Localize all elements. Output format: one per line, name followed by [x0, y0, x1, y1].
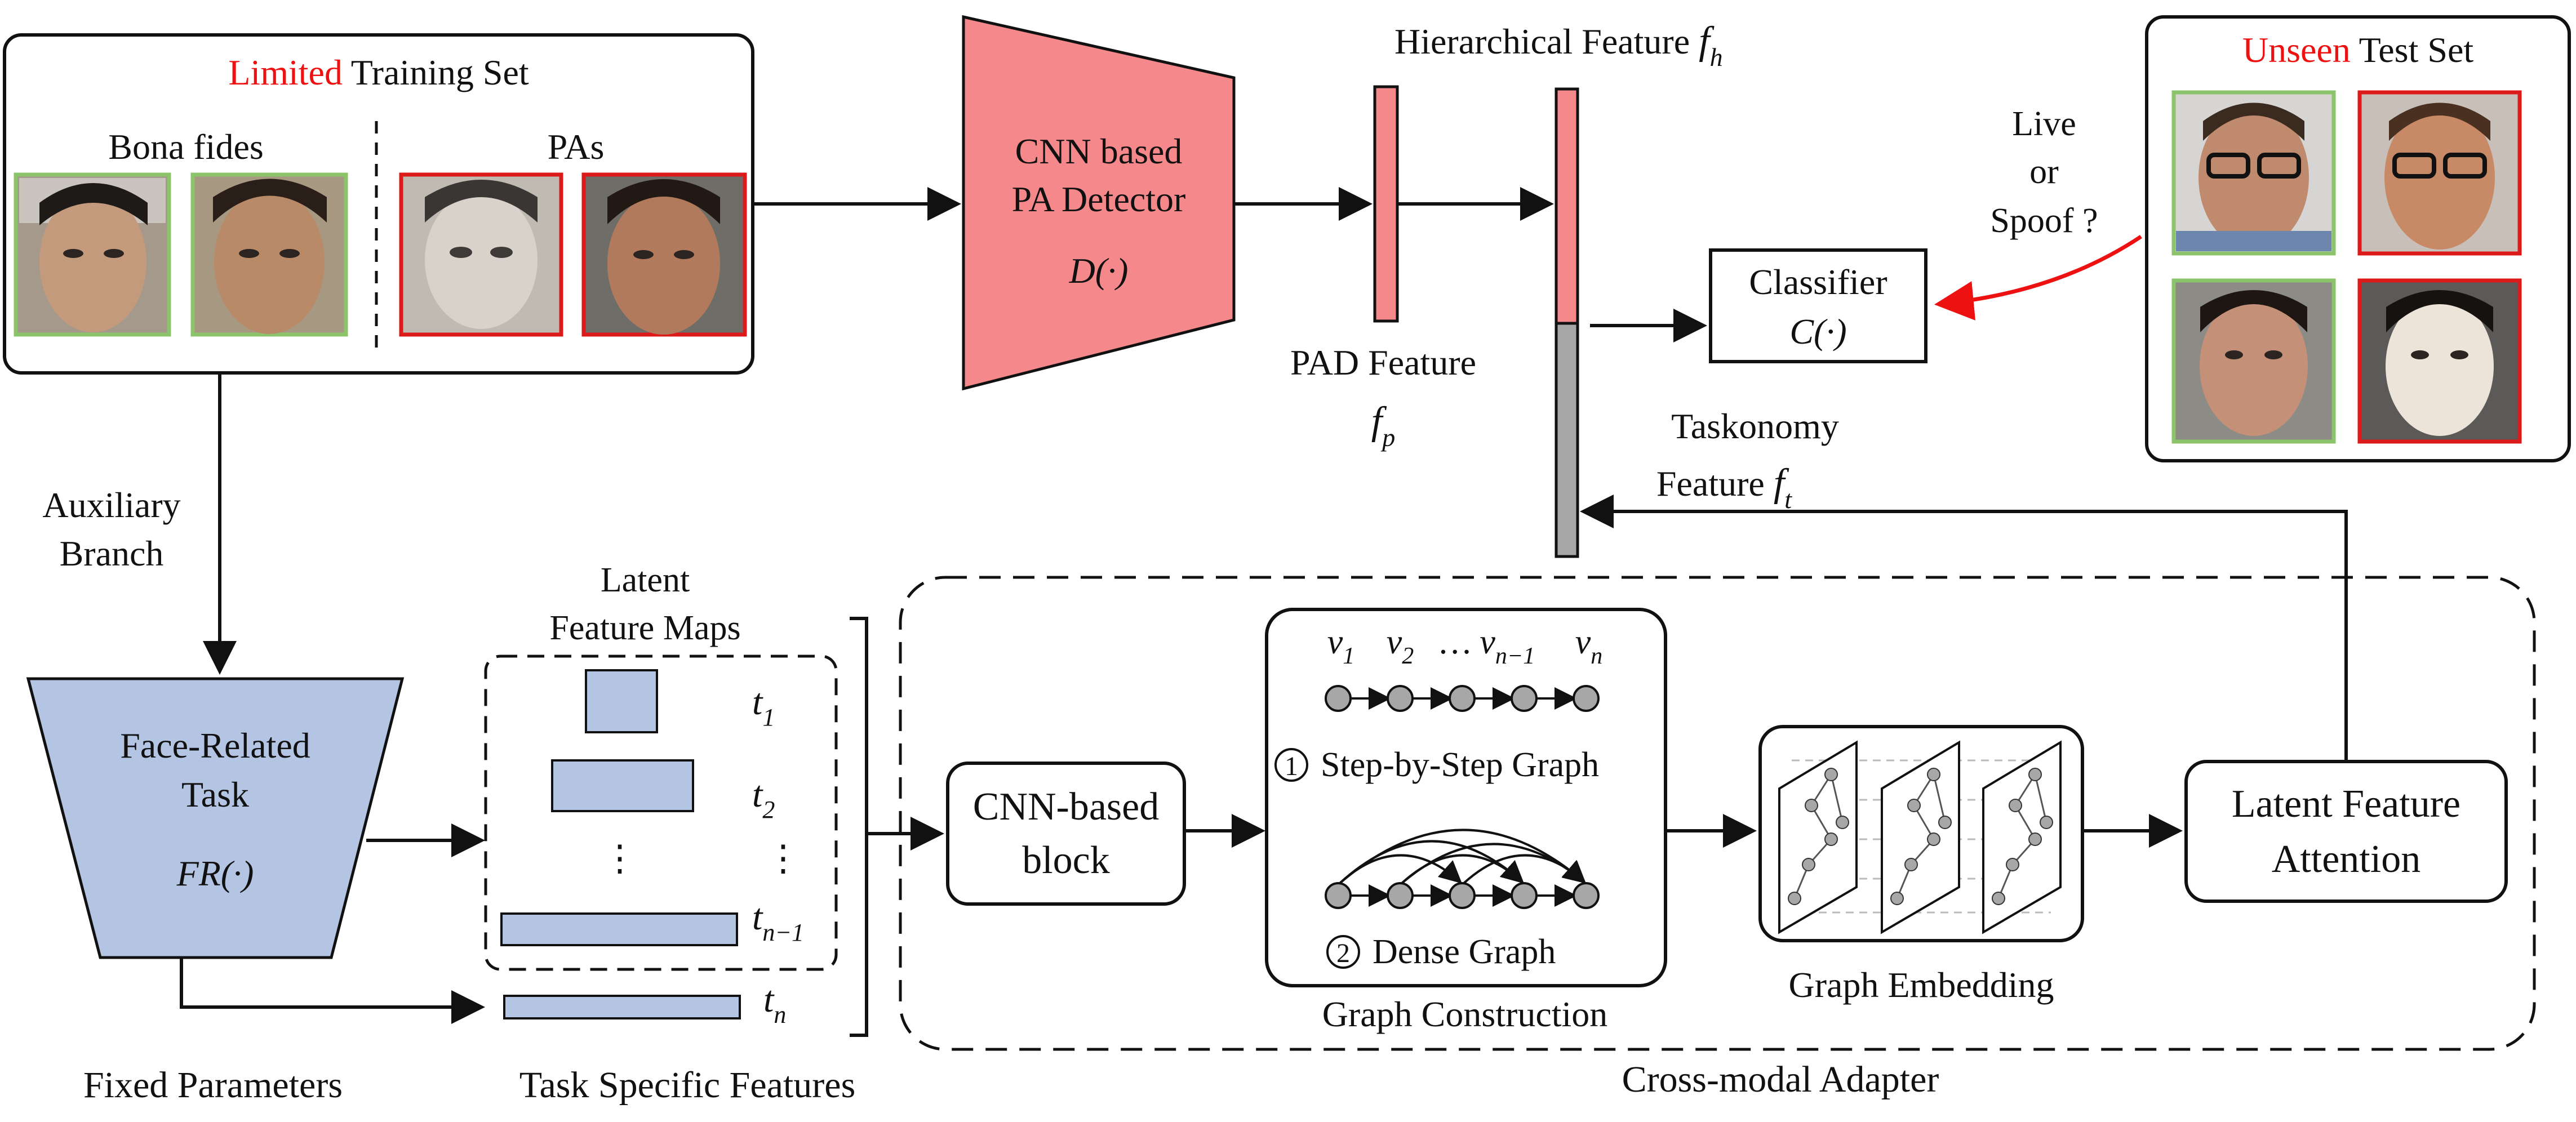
- cnn-block-line1: CNN-based: [973, 785, 1159, 829]
- pa-photo-1: [399, 172, 563, 337]
- feature-map-tn: [503, 995, 741, 1019]
- arrow-test-to-classifier: [1934, 235, 2142, 320]
- step-by-step-graph: [1325, 685, 1600, 712]
- classifier-formula: C(·): [1789, 311, 1846, 351]
- graph-node-label-v1: v1: [1327, 623, 1355, 669]
- pa-detector-line2: PA Detector: [1012, 179, 1186, 219]
- test-photo-3: [2171, 278, 2336, 444]
- test-photo-4: [2357, 278, 2522, 444]
- bona-fide-photo-1: [14, 172, 171, 337]
- classifier-box: Classifier C(·): [1709, 248, 1927, 363]
- feature-map-t1: [585, 669, 658, 733]
- graph-embedding-plane-1: [1778, 740, 1858, 934]
- task-label-t2: t2: [752, 774, 775, 823]
- pa-detector-line1: CNN based: [1015, 131, 1183, 171]
- pa-detector-formula: D(·): [1069, 251, 1129, 291]
- bona-fide-photo-2: [190, 172, 348, 337]
- dense-graph-number: 2: [1336, 938, 1350, 968]
- feature-map-t2: [551, 759, 694, 812]
- arrow-task-to-tn: [180, 958, 485, 1024]
- training-set-title: Limited Training Set: [228, 52, 529, 92]
- live-or-spoof-line2: or: [2029, 153, 2059, 191]
- graph-node-label-vn-1: … vn−1: [1440, 623, 1535, 669]
- graph-embedding-plane-2: [1881, 740, 1960, 934]
- feature-map-vdots: ⋮: [602, 838, 638, 878]
- face-task-shape: [26, 677, 405, 959]
- graph-embedding-label: Graph Embedding: [1789, 965, 2054, 1005]
- face-task-line1: Face-Related: [120, 725, 310, 765]
- cnn-block: CNN-based block: [946, 762, 1186, 906]
- training-set-title-highlight: Limited: [228, 52, 343, 92]
- auxiliary-branch-line2: Branch: [60, 533, 164, 573]
- bona-fides-label: Bona fides: [108, 127, 264, 167]
- pad-feature-label: PAD Feature: [1290, 342, 1476, 382]
- latent-attention-line1: Latent Feature: [2232, 782, 2460, 826]
- graph-construction-box: v1 v2 … vn−1 vn 1 Step-by-Step Graph: [1265, 608, 1667, 987]
- step-graph-number: 1: [1285, 751, 1298, 781]
- task-label-tn-1: tn−1: [752, 897, 804, 946]
- training-set-title-rest: Training Set: [343, 52, 529, 92]
- hierarchical-feature-bar: [1555, 87, 1579, 558]
- task-specific-features-label: Task Specific Features: [519, 1065, 856, 1106]
- test-set-title-rest: Test Set: [2351, 30, 2474, 70]
- graph-node-label-v2: v2: [1387, 623, 1414, 669]
- auxiliary-branch-line1: Auxiliary: [42, 485, 180, 525]
- test-photo-2: [2357, 90, 2522, 256]
- latent-maps-line2: Feature Maps: [549, 609, 740, 647]
- latent-maps-frame: [484, 654, 838, 971]
- pad-feature-symbol: fp: [1371, 399, 1395, 452]
- dense-graph-number-circle: [1326, 935, 1360, 969]
- graph-node-label-vn: vn: [1575, 623, 1603, 669]
- dense-graph: [1325, 829, 1600, 909]
- task-label-vdots: ⋮: [765, 838, 801, 878]
- training-set-panel: Limited Training Set Bona fides PAs: [3, 33, 754, 375]
- test-set-panel: Unseen Test Set: [2145, 15, 2571, 462]
- task-label-t1: t1: [752, 682, 775, 731]
- taskonomy-feature-line1: Taskonomy: [1671, 406, 1839, 446]
- face-related-task: Face-Related Task FR(·): [26, 677, 405, 959]
- face-task-formula: FR(·): [176, 853, 254, 893]
- pas-label: PAs: [548, 127, 605, 167]
- step-graph-number-circle: [1274, 748, 1308, 782]
- pa-photo-2: [581, 172, 747, 337]
- pa-detector-shape: [962, 15, 1236, 391]
- cross-modal-adapter-frame: [899, 576, 2536, 1051]
- latent-attention-line2: Attention: [2272, 838, 2420, 881]
- arrow-attention-to-taskonomy: [1580, 495, 2348, 762]
- graph-construction-label: Graph Construction: [1322, 994, 1608, 1034]
- task-bracket: [850, 617, 868, 1037]
- test-set-title-highlight: Unseen: [2242, 30, 2351, 70]
- graph-embedding-plane-3: [1982, 740, 2062, 934]
- classifier-label: Classifier: [1749, 262, 1887, 302]
- taskonomy-feature-line2: Feature ft: [1656, 461, 1792, 514]
- fixed-parameters-label: Fixed Parameters: [83, 1065, 343, 1106]
- test-photo-1: [2171, 90, 2336, 256]
- pad-feature-bar: [1373, 85, 1399, 323]
- latent-maps-line1: Latent: [601, 561, 690, 599]
- live-or-spoof-line1: Live: [2012, 105, 2076, 143]
- face-task-line2: Task: [181, 774, 249, 814]
- dense-graph-label: Dense Graph: [1373, 933, 1556, 971]
- cnn-block-line2: block: [1022, 839, 1110, 882]
- live-or-spoof-line3: Spoof ?: [1990, 202, 2098, 240]
- step-graph-label: Step-by-Step Graph: [1321, 746, 1599, 784]
- hierarchical-feature-label: Hierarchical Feature fh: [1394, 19, 1723, 72]
- pa-detector: CNN based PA Detector D(·): [962, 15, 1236, 391]
- latent-attention-box: Latent Feature Attention: [2184, 760, 2508, 903]
- task-label-tn: tn: [763, 979, 786, 1028]
- cross-modal-adapter-label: Cross-modal Adapter: [1622, 1059, 1939, 1100]
- graph-embedding-box: [1758, 725, 2084, 942]
- feature-map-tn-1: [500, 912, 738, 946]
- test-set-title: Unseen Test Set: [2242, 30, 2474, 70]
